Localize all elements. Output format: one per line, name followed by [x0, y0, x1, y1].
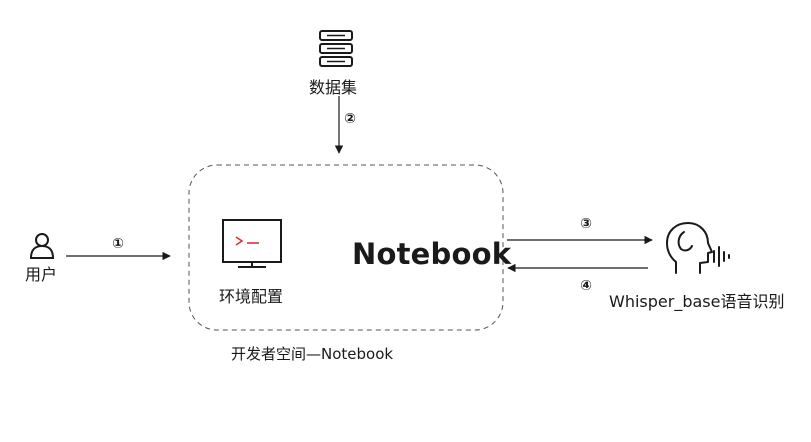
terminal-monitor-icon — [222, 219, 282, 268]
dataset-label: 数据集 — [309, 78, 358, 97]
user-icon — [29, 233, 55, 259]
notebook-title: Notebook — [352, 237, 512, 271]
whisper-label: Whisper_base语音识别 — [609, 292, 785, 311]
speech-recognition-head-icon — [666, 222, 730, 274]
step-1-marker: ① — [112, 236, 124, 252]
database-icon — [319, 30, 353, 67]
dev-space-label: 开发者空间—Notebook — [231, 345, 394, 363]
env-config-label: 环境配置 — [219, 287, 284, 306]
dev-space-container — [188, 164, 504, 331]
step-3-marker: ③ — [580, 216, 592, 232]
step-2-marker: ② — [344, 111, 356, 127]
user-label: 用户 — [25, 265, 58, 284]
step-4-marker: ④ — [580, 278, 592, 294]
